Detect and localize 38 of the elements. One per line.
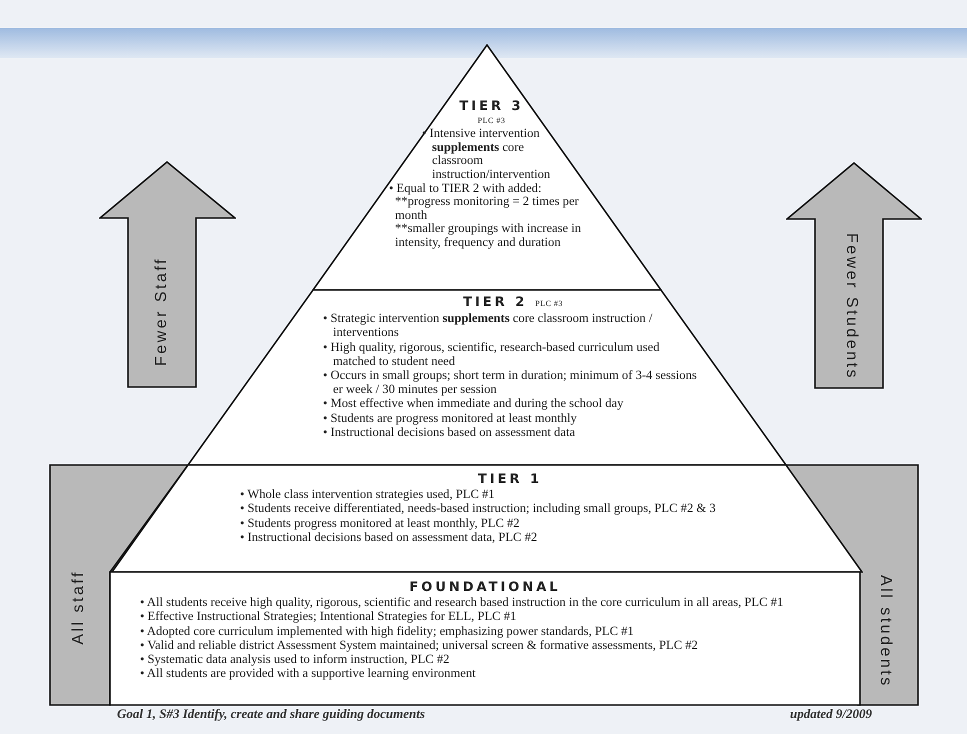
tier-heading: TIER 2 bbox=[463, 296, 528, 310]
side-label: All staff bbox=[70, 570, 88, 645]
side-label: Fewer Staff bbox=[153, 257, 171, 366]
bullet-item: • Intensive intervention supplements core classroom instruction/intervention bbox=[422, 127, 552, 182]
side-band bbox=[784, 465, 918, 705]
bullet-item: • Most effective when immediate and during the school day bbox=[323, 396, 624, 411]
footer-note: updated 9/2009 bbox=[790, 706, 872, 722]
bullet-item: • Students are progress monitored at least monthly bbox=[323, 410, 578, 425]
bullet-item: • Students receive differentiated, needs-based instruction; including small groups, PLC #2 & 3 bbox=[240, 501, 717, 516]
bullet-item: • Instructional decisions based on assessment data, PLC #2 bbox=[240, 530, 538, 544]
bullet-item: • Instructional decisions based on assessment data bbox=[323, 424, 576, 440]
plc-note: PLC #3 bbox=[476, 114, 506, 127]
pyramid-tier bbox=[313, 45, 661, 290]
tier-heading: TIER 3 bbox=[458, 100, 525, 114]
side-label: Fewer Students bbox=[842, 233, 860, 380]
bullet-item: • High quality, rigorous, scientific, research-based curriculum used matched to student need bbox=[323, 340, 661, 368]
side-label: All students bbox=[876, 575, 894, 688]
bullet-item: • Whole class intervention strategies used, PLC #1 bbox=[240, 487, 496, 502]
up-arrow bbox=[100, 162, 235, 387]
tier-heading: FOUNDATIONAL bbox=[408, 581, 562, 596]
tier-heading: TIER 1 bbox=[476, 473, 544, 488]
bullet-item: • Occurs in small groups; short term in duration; minimum of 3-4 sessions er week / 30 minutes per session bbox=[323, 368, 698, 396]
bullet-item: • Equal to TIER 2 with added: bbox=[389, 182, 542, 196]
plc-note: PLC #3 bbox=[535, 298, 563, 310]
bullet-item: • Students progress monitored at least monthly, PLC #2 bbox=[240, 516, 521, 530]
footer-note: Goal 1, S#3 Identify, create and share guiding documents bbox=[117, 706, 425, 722]
pyramid-base bbox=[110, 572, 860, 705]
bullet-item: • Systematic data analysis used to inform instruction, PLC #2 bbox=[140, 652, 450, 666]
sub-item: **progress monitoring = 2 times per month bbox=[395, 195, 580, 222]
bullet-item: • Adopted core curriculum implemented with high fidelity; emphasizing power standards, PLC #1 bbox=[140, 624, 635, 638]
bullet-item: • All students receive high quality, rigorous, scientific and research based instruction in the core curriculum in all areas, PLC #1 bbox=[140, 595, 784, 610]
bullet-item: • Strategic intervention supplements core classroom instruction / interventions bbox=[323, 311, 654, 340]
bullet-item: • Effective Instructional Strategies; Intentional Strategies for ELL, PLC #1 bbox=[140, 609, 518, 624]
pyramid-tier bbox=[188, 290, 786, 465]
up-arrow bbox=[787, 163, 921, 388]
sub-item: **smaller groupings with increase in intensity, frequency and duration bbox=[395, 222, 582, 250]
bullet-item: • All students are provided with a supportive learning environment bbox=[140, 666, 477, 680]
bullet-item: • Valid and reliable district Assessment System maintained; universal screen & formative assessments, PLC #2 bbox=[140, 638, 699, 652]
